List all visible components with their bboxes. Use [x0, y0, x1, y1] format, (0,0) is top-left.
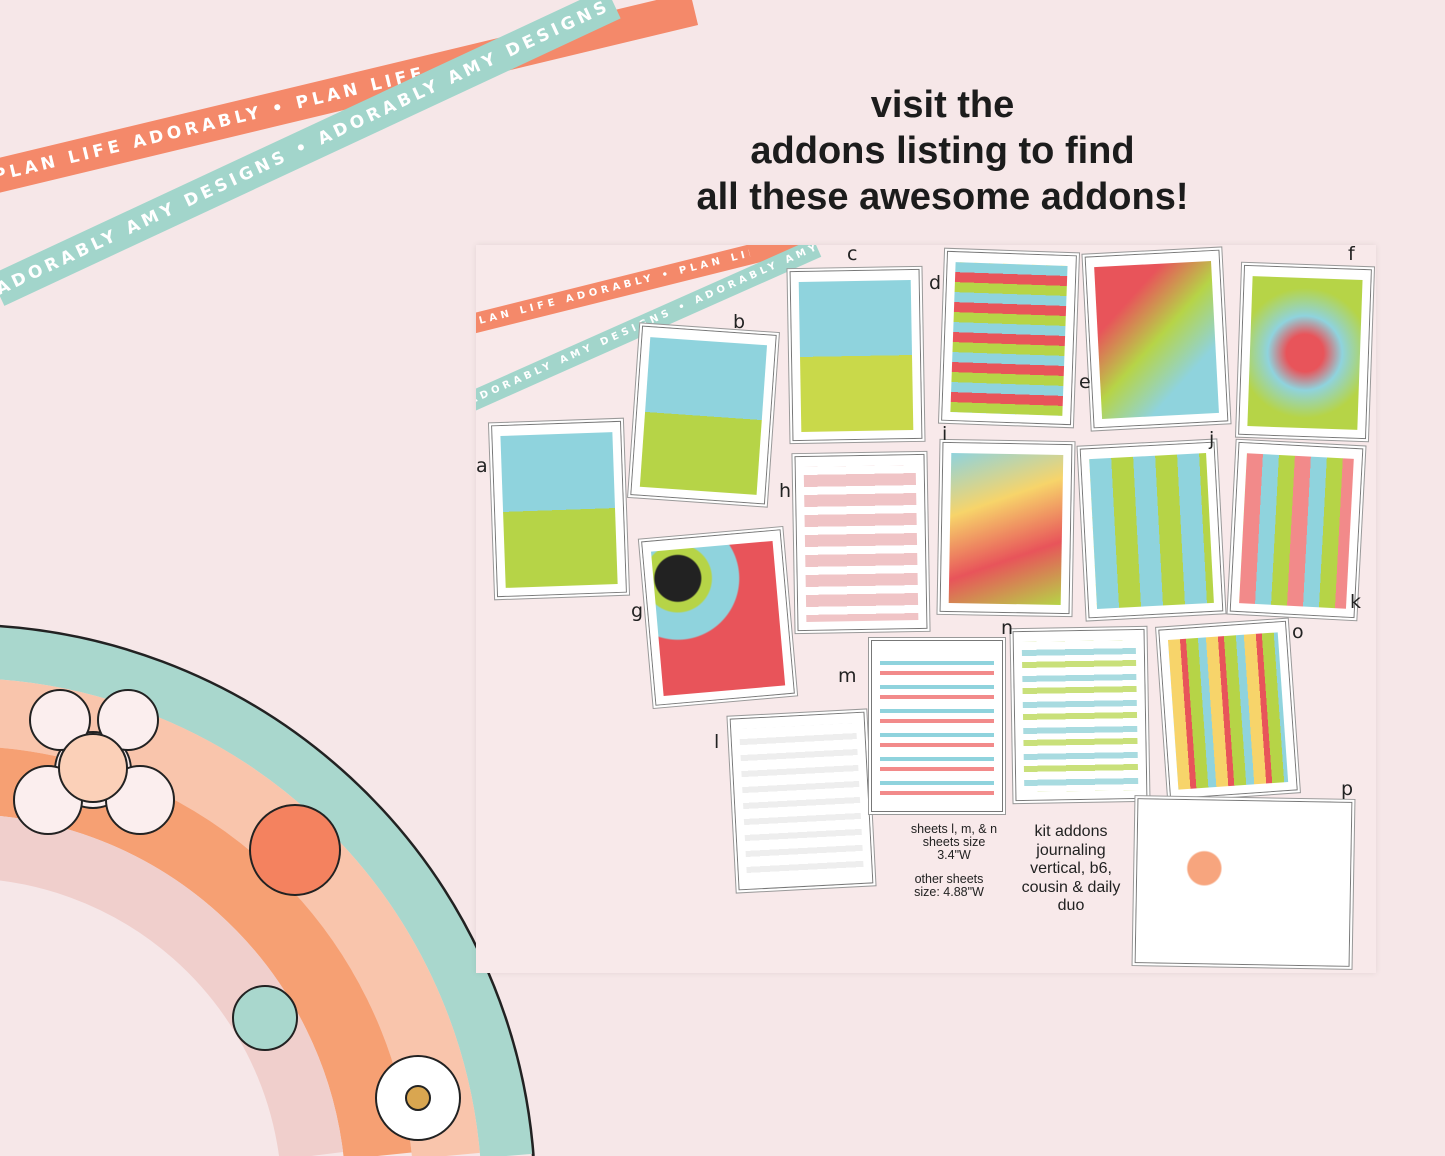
sheet-label-b: b: [733, 311, 746, 333]
headline-line: addons listing to find: [750, 130, 1135, 172]
sheet-b: [628, 323, 779, 507]
sheet-size-note: sheets l, m, & n sheets size 3.4"W: [910, 822, 998, 862]
sheet-a: [488, 418, 630, 600]
sheet-n: [1010, 626, 1150, 804]
sheet-label-c: c: [847, 245, 858, 265]
headline-line: all these awesome addons!: [696, 176, 1189, 218]
sheet-h: [792, 451, 930, 634]
flower-icon: [249, 804, 341, 896]
addons-preview-panel: PLAN LIFE ADORABLY • PLAN LIFE ADORABLY …: [476, 245, 1376, 973]
headline-line: visit the: [870, 84, 1015, 126]
sheet-m: [869, 638, 1005, 814]
sheet-label-h: h: [779, 480, 792, 502]
sheet-e: [1082, 247, 1231, 431]
sheet-f: [1235, 262, 1375, 442]
sheet-j: [1077, 439, 1226, 621]
sheet-label-l: l: [714, 731, 720, 753]
sheet-label-p: p: [1341, 778, 1354, 800]
sheet-label-m: m: [838, 665, 857, 687]
sheet-label-a: a: [476, 455, 488, 477]
headline: visit the addons listing to find all the…: [640, 82, 1245, 220]
sheet-size-note: other sheets size: 4.88"W: [914, 872, 984, 899]
sheet-label-e: e: [1079, 371, 1091, 393]
sheet-o: [1156, 618, 1300, 802]
sheet-l: [727, 709, 876, 893]
sheet-d: [938, 248, 1080, 428]
sheet-p: [1132, 796, 1355, 969]
sheet-k: [1227, 439, 1366, 621]
kit-addons-note: kit addons journaling vertical, b6, cous…: [1021, 823, 1121, 914]
sheet-label-f: f: [1348, 245, 1355, 265]
sheet-label-n: n: [1001, 617, 1014, 639]
sheet-g: [638, 527, 798, 708]
sheet-label-g: g: [631, 600, 644, 622]
sheet-c: [787, 266, 925, 444]
sheet-label-d: d: [929, 272, 942, 294]
sheet-label-o: o: [1292, 621, 1304, 643]
flower-icon: [13, 689, 175, 835]
sheet-label-j: j: [1209, 428, 1215, 450]
flower-icon: [232, 985, 298, 1051]
sheet-label-k: k: [1350, 591, 1362, 613]
sheet-label-i: i: [942, 423, 948, 445]
sheet-i: [937, 439, 1075, 617]
